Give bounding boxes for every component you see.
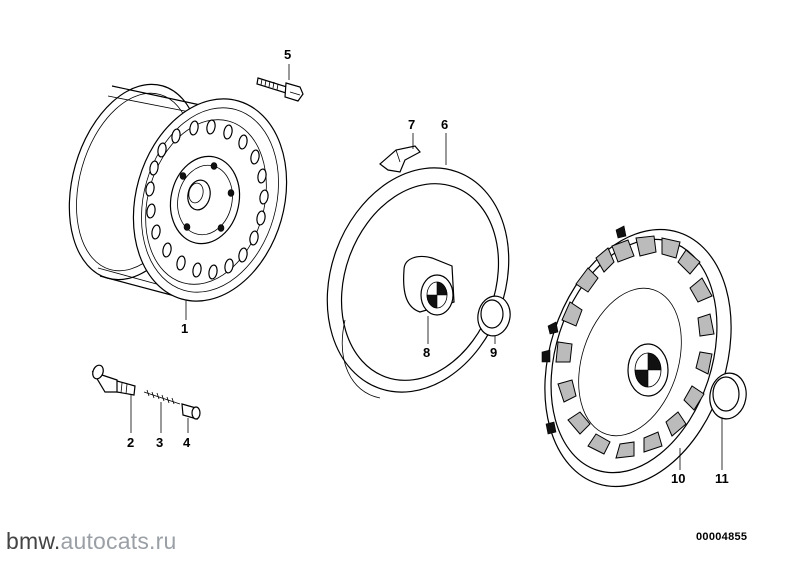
callout-1: 1 — [181, 321, 189, 336]
callout-3: 3 — [156, 435, 164, 450]
callout-10: 10 — [671, 471, 686, 486]
document-number: 00004855 — [696, 531, 748, 543]
steel-wheel-rim — [68, 83, 288, 302]
callout-6: 6 — [441, 117, 449, 132]
wheel-cover — [541, 225, 732, 488]
tire-valve — [91, 364, 201, 433]
callout-9: 9 — [490, 345, 498, 360]
watermark-brand: bmw. — [6, 528, 61, 554]
site-watermark: bmw.autocats.ru — [6, 528, 176, 555]
callout-11: 11 — [715, 471, 729, 486]
vent-holes — [145, 119, 269, 280]
center-cap — [403, 255, 455, 344]
valve-core — [143, 389, 181, 405]
callout-5: 5 — [284, 47, 292, 62]
callout-7: 7 — [408, 117, 416, 132]
watermark-site: autocats.ru — [60, 528, 177, 554]
wheel-bolt — [256, 64, 304, 102]
cover-slots — [555, 235, 715, 459]
callout-8: 8 — [423, 345, 431, 360]
callout-2: 2 — [127, 435, 135, 450]
callout-4: 4 — [183, 435, 191, 450]
retaining-clip — [379, 133, 447, 173]
emblem-large — [709, 372, 747, 470]
emblem-small — [477, 295, 511, 344]
